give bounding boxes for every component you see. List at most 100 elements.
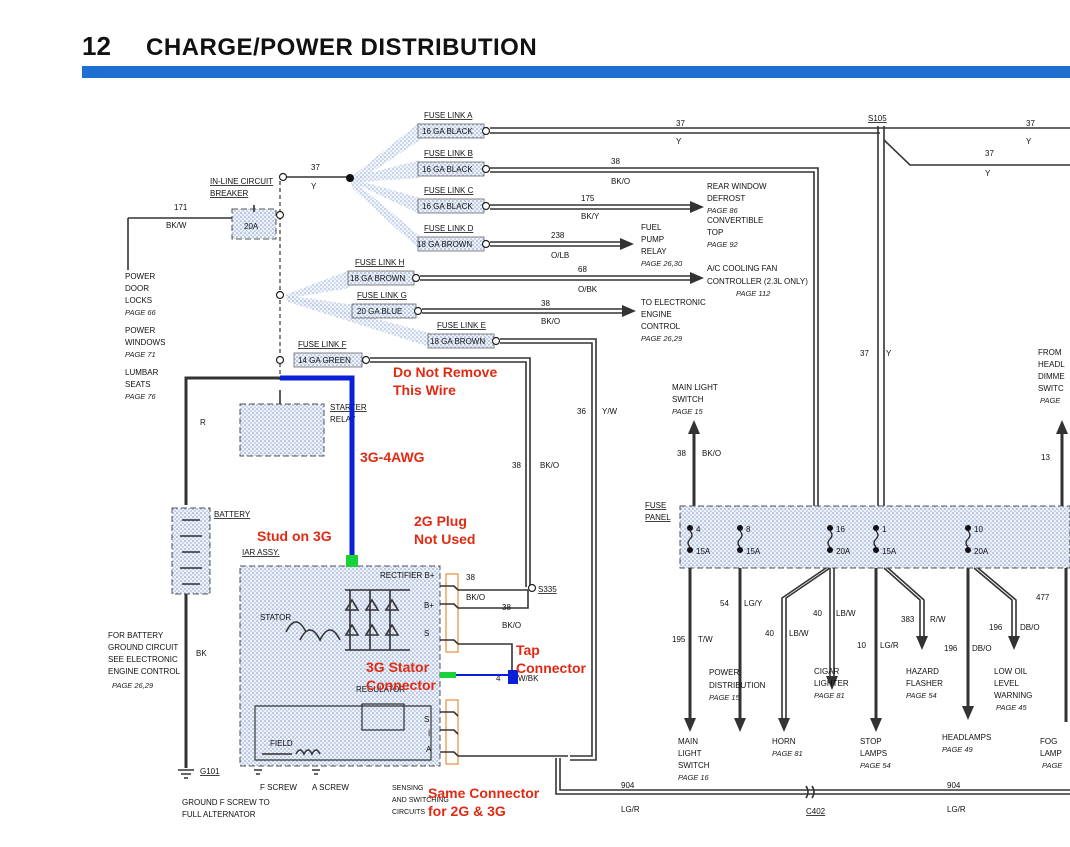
svg-text:Not Used: Not Used <box>414 531 475 547</box>
fuse-amperage: 20A <box>974 547 989 556</box>
svg-text:SEATS: SEATS <box>125 380 151 389</box>
note-do-not-remove: Do Not Remove <box>393 364 497 380</box>
svg-text:10: 10 <box>857 641 866 650</box>
starter-relay <box>239 403 325 457</box>
fuse-link-d: FUSE LINK D 18 GA BROWN <box>417 224 491 252</box>
svg-text:Y: Y <box>311 182 317 191</box>
annotations: Do Not Remove This Wire 3G-4AWG Stud on … <box>257 364 587 819</box>
svg-text:LIGHTER: LIGHTER <box>814 679 849 688</box>
svg-text:W/BK: W/BK <box>518 674 539 683</box>
note-stator-connector: 3G Stator <box>366 659 430 675</box>
fuse-link-h: FUSE LINK H 18 GA BROWN <box>347 258 421 286</box>
svg-text:Y: Y <box>676 137 682 146</box>
svg-text:PAGE 92: PAGE 92 <box>707 240 739 249</box>
svg-text:LAMP: LAMP <box>1040 749 1062 758</box>
svg-text:PAGE 26,30: PAGE 26,30 <box>641 259 683 268</box>
fuse-link-c: FUSE LINK C 16 GA BLACK <box>417 186 491 214</box>
svg-text:REGULATOR: REGULATOR <box>356 685 405 694</box>
svg-text:DISTRIBUTION: DISTRIBUTION <box>709 681 766 690</box>
svg-text:PAGE: PAGE <box>1040 396 1061 405</box>
svg-text:STATOR: STATOR <box>260 613 291 622</box>
svg-text:MAIN: MAIN <box>678 737 698 746</box>
svg-text:PAGE 81: PAGE 81 <box>772 749 803 758</box>
svg-text:S335: S335 <box>538 585 557 594</box>
svg-text:C402: C402 <box>806 807 826 816</box>
svg-text:WARNING: WARNING <box>994 691 1032 700</box>
svg-text:171: 171 <box>174 203 188 212</box>
svg-text:Connector: Connector <box>516 660 587 676</box>
svg-text:LG/R: LG/R <box>880 641 899 650</box>
svg-text:PAGE 71: PAGE 71 <box>125 350 156 359</box>
svg-text:904: 904 <box>621 781 635 790</box>
svg-text:Y: Y <box>1026 137 1032 146</box>
svg-text:PAGE 15: PAGE 15 <box>709 693 741 702</box>
page-number: 12 <box>82 31 111 61</box>
svg-text:18 GA BROWN: 18 GA BROWN <box>417 240 472 249</box>
svg-text:FUSE LINK B: FUSE LINK B <box>424 149 473 158</box>
svg-text:40: 40 <box>813 609 822 618</box>
svg-text:Y: Y <box>886 349 892 358</box>
svg-text:DEFROST: DEFROST <box>707 194 745 203</box>
svg-text:14 GA GREEN: 14 GA GREEN <box>298 356 351 365</box>
svg-text:FUSE: FUSE <box>645 501 666 510</box>
left-circuits: 37 Y IN-LINE CIRCUIT BREAKER 20A 171 BK/… <box>108 163 367 819</box>
svg-text:POWER: POWER <box>125 272 155 281</box>
svg-text:BK/W: BK/W <box>166 221 187 230</box>
svg-text:BK: BK <box>196 649 207 658</box>
green-stud-marker <box>346 555 358 567</box>
svg-text:BATTERY: BATTERY <box>214 510 251 519</box>
svg-text:LOW OIL: LOW OIL <box>994 667 1028 676</box>
svg-text:904: 904 <box>947 781 961 790</box>
wire-904: 904 LG/R 904 LG/R C402 <box>555 758 1070 816</box>
svg-text:F SCREW: F SCREW <box>260 783 297 792</box>
svg-text:STARTER: STARTER <box>330 403 367 412</box>
svg-text:383: 383 <box>901 615 915 624</box>
fuse-number: 16 <box>836 525 845 534</box>
tap-connector-marker <box>508 670 518 684</box>
svg-text:CONVERTIBLE: CONVERTIBLE <box>707 216 763 225</box>
circuit-breaker <box>231 208 277 240</box>
svg-text:FOG: FOG <box>1040 737 1057 746</box>
svg-text:SWITC: SWITC <box>1038 384 1064 393</box>
alternator-assembly: IAR ASSY. RECTIFIER B+ B+ S S I A STATOR… <box>239 548 568 816</box>
svg-text:DB/O: DB/O <box>972 644 992 653</box>
svg-text:FUSE LINK C: FUSE LINK C <box>424 186 474 195</box>
svg-text:CONTROL: CONTROL <box>641 322 681 331</box>
svg-text:FROM: FROM <box>1038 348 1062 357</box>
fuse-link-a: FUSE LINK A 16 GA BLACK <box>417 111 491 139</box>
svg-text:I: I <box>428 729 430 738</box>
svg-text:for 2G & 3G: for 2G & 3G <box>428 803 506 819</box>
svg-text:PAGE 66: PAGE 66 <box>125 308 157 317</box>
svg-text:FLASHER: FLASHER <box>906 679 943 688</box>
svg-text:SWITCH: SWITCH <box>678 761 710 770</box>
svg-text:BREAKER: BREAKER <box>210 189 248 198</box>
svg-text:Y/W: Y/W <box>602 407 618 416</box>
svg-text:FUSE LINK F: FUSE LINK F <box>298 340 347 349</box>
svg-text:PAGE 54: PAGE 54 <box>860 761 891 770</box>
splice-s105: S105 <box>868 114 887 123</box>
svg-text:37: 37 <box>985 149 994 158</box>
svg-text:37: 37 <box>676 119 685 128</box>
svg-text:LIGHT: LIGHT <box>678 749 702 758</box>
note-stud-on-3g: Stud on 3G <box>257 528 332 544</box>
svg-text:13: 13 <box>1041 453 1050 462</box>
svg-text:PAGE 15: PAGE 15 <box>672 407 704 416</box>
svg-text:38: 38 <box>611 157 620 166</box>
blue-4awg-wire <box>280 375 355 555</box>
svg-text:40: 40 <box>765 629 774 638</box>
fuse-number: 8 <box>746 525 751 534</box>
fuse-link-f: FUSE LINK F 14 GA GREEN <box>293 340 371 368</box>
right-loads: REAR WINDOW DEFROST PAGE 86 CONVERTIBLE … <box>641 182 1068 510</box>
svg-text:477: 477 <box>1036 593 1050 602</box>
fuse-number: 1 <box>882 525 887 534</box>
svg-text:196: 196 <box>944 644 958 653</box>
svg-text:BK/O: BK/O <box>702 449 721 458</box>
svg-text:POWER: POWER <box>709 668 739 677</box>
svg-text:LEVEL: LEVEL <box>994 679 1019 688</box>
svg-text:RELAY: RELAY <box>330 415 356 424</box>
svg-text:BK/Y: BK/Y <box>581 212 600 221</box>
fuse-amperage: 15A <box>746 547 761 556</box>
svg-text:FUSE LINK H: FUSE LINK H <box>355 258 405 267</box>
fuse-link-fanout <box>285 122 430 347</box>
